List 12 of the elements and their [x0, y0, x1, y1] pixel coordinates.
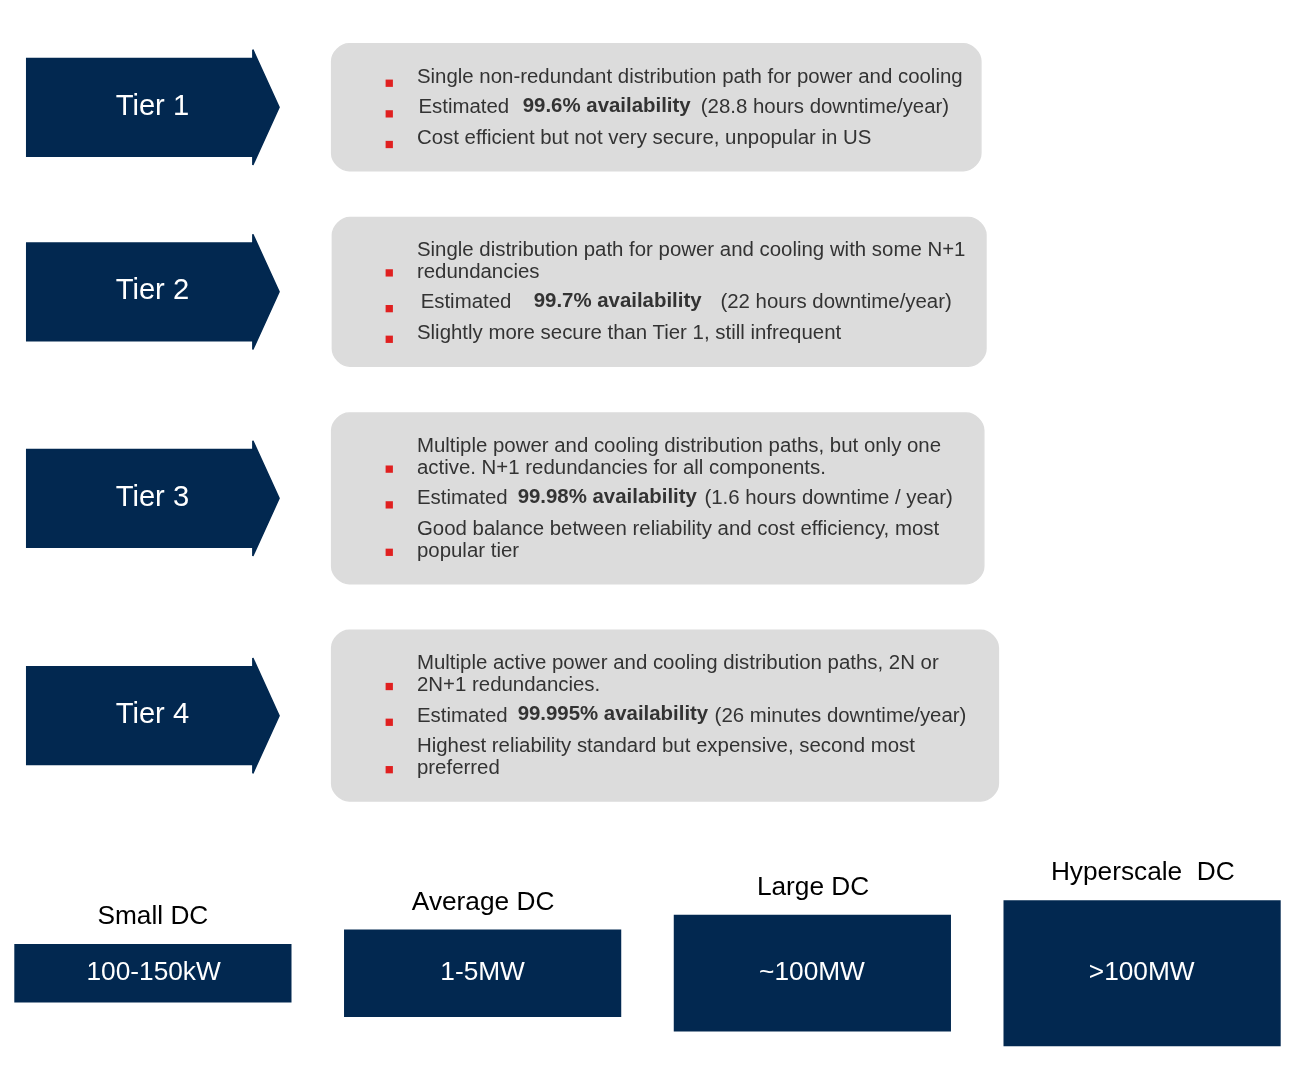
- node-label: Small DC: [97, 899, 209, 930]
- node-box: Single distribution path for power and cooling with some N+1 redundancies Estimated 99.7% availability (22 hours downtime/year) Slightly more secure than Tier 1, still infrequent: [331, 216, 987, 367]
- node-box: Single non-redundant distribution path for power and cooling Estimated 99.6% availability (28.8 hours downtime/year) Cost efficient but not very secure, unpopular in US: [330, 42, 982, 171]
- node-box: Multiple active power and cooling distribution paths, 2N or 2N+1 redundancies. Estimated 99.995% availability (26 minutes downtime/year) Highest reliability standard but expensive, second most preferred: [330, 629, 1000, 802]
- node-box: >100MW: [1003, 899, 1281, 1046]
- node-box: Multiple power and cooling distribution paths, but only one active. N+1 redundancies for all components. Estimated 99.98% availability (1.6 hours downtime / year) Good balance between reliability and cost efficiency, most popular tier: [330, 411, 985, 584]
- node-label: Average DC: [411, 885, 555, 916]
- node-label: Hyperscale DC: [1050, 855, 1235, 886]
- node-label: Large DC: [756, 870, 870, 901]
- node-box: 1-5MW: [344, 928, 622, 1017]
- node-box: ~100MW: [673, 914, 951, 1032]
- node-box: 100-150kW: [14, 943, 292, 1002]
